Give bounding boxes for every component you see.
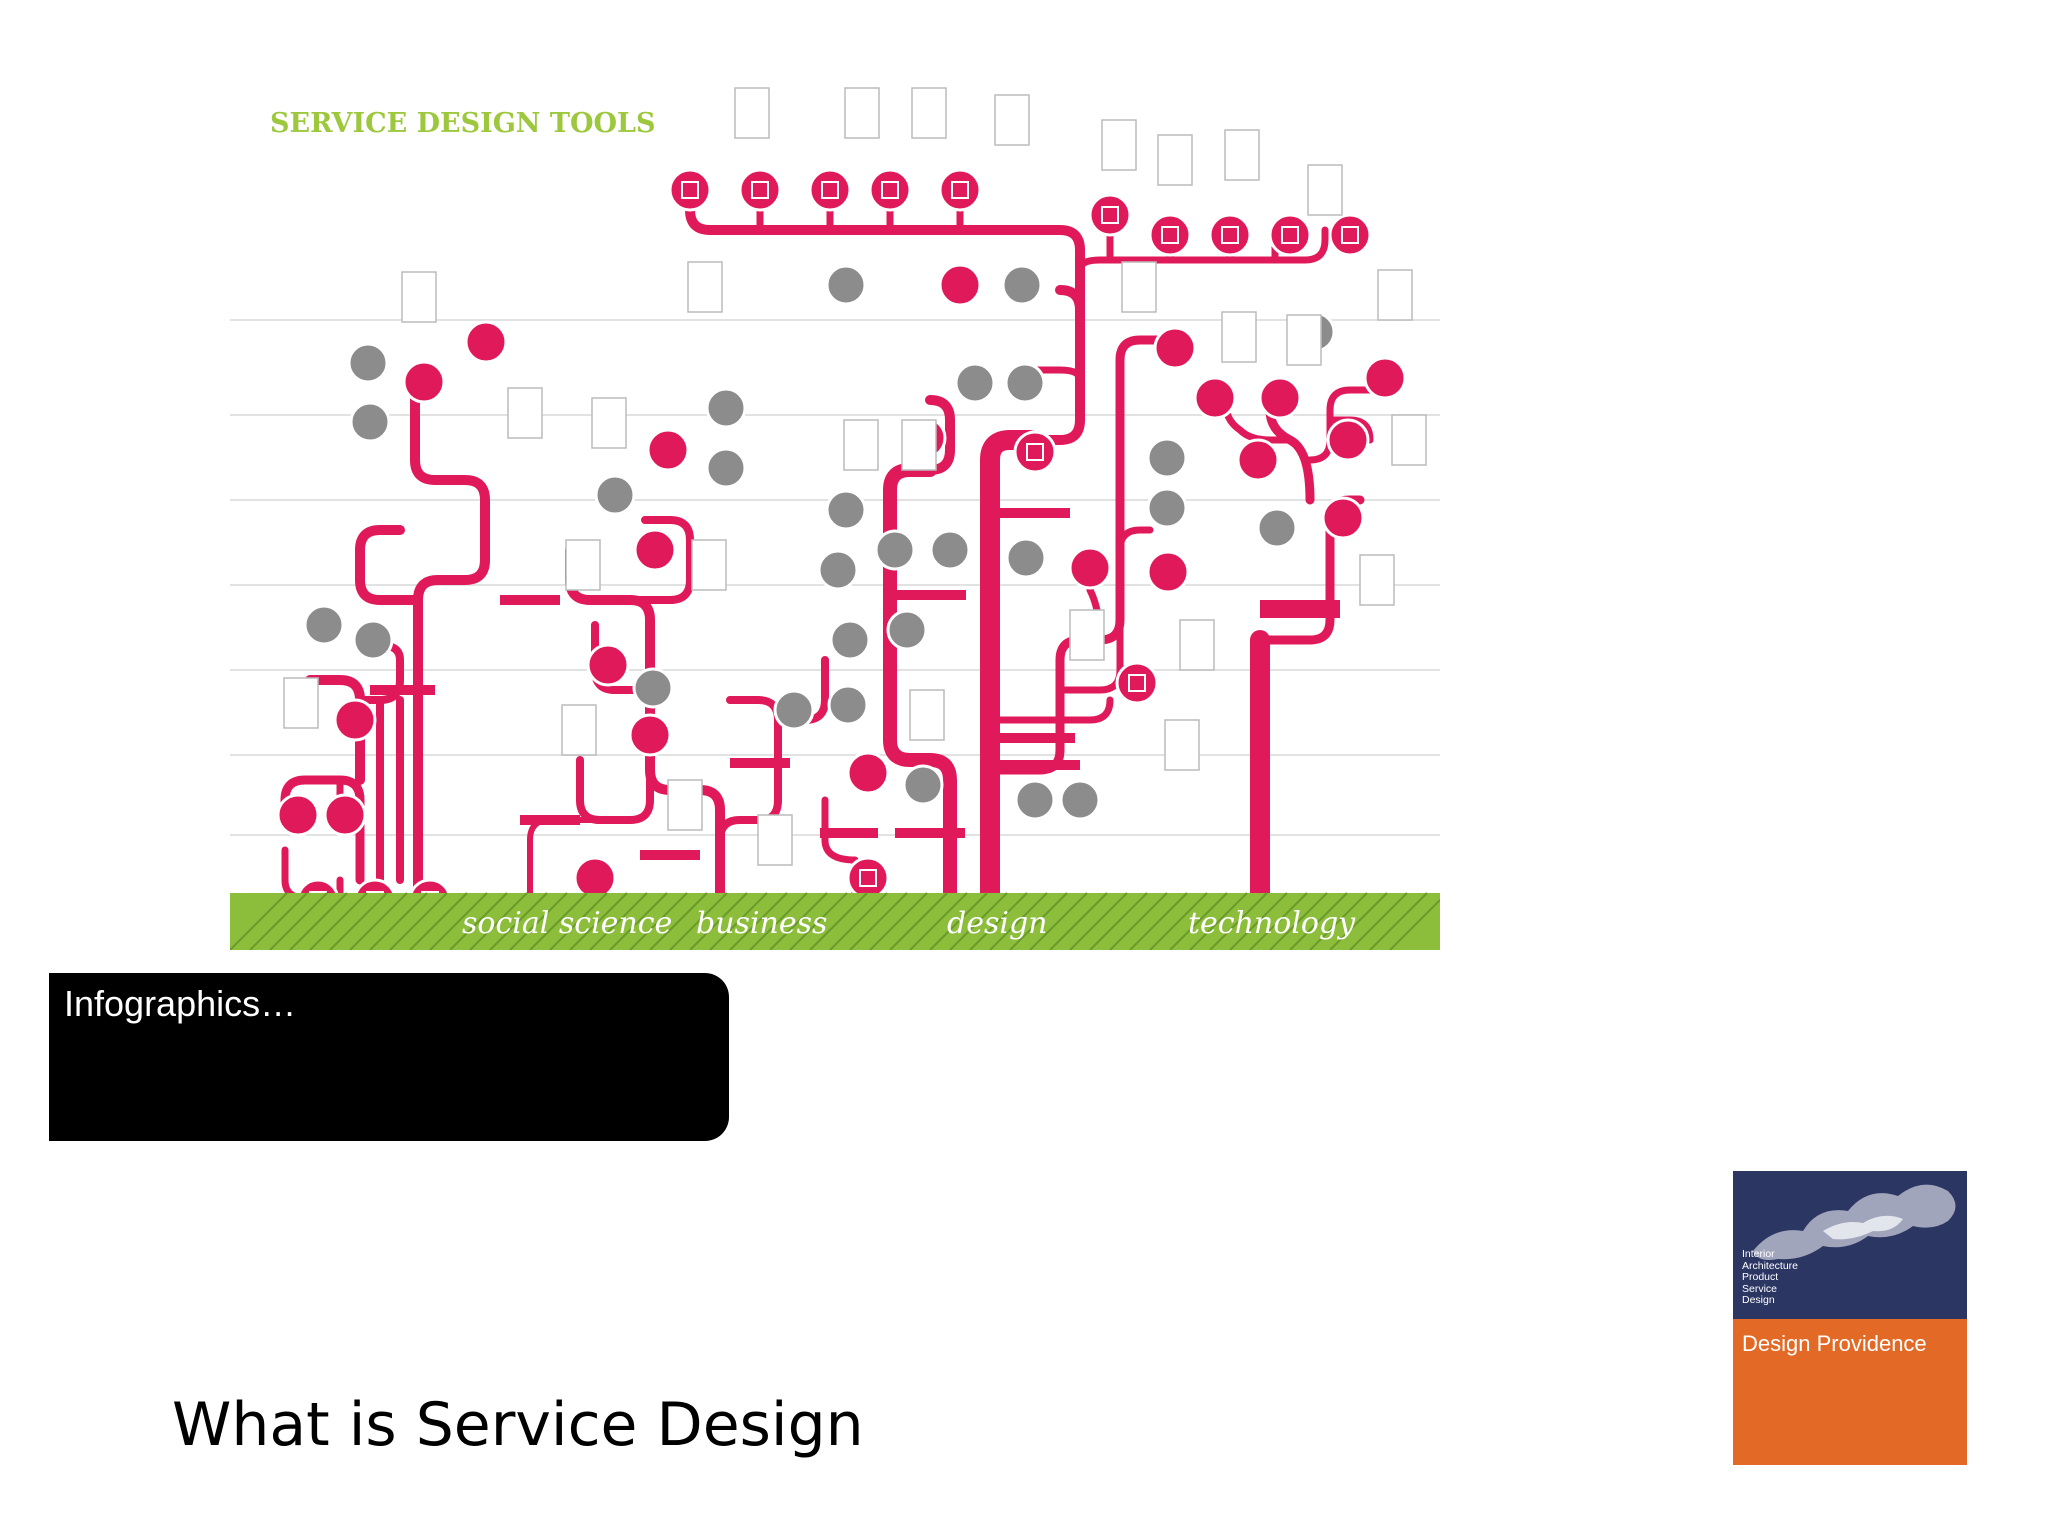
design-providence-logo: Interior Architecture Product Service De…: [1733, 1171, 1967, 1465]
discipline-design: design: [947, 906, 1047, 941]
logo-bottom-panel: Design Providence: [1733, 1319, 1967, 1465]
tool-cards: [283, 87, 1427, 866]
slide-title: What is Service Design: [172, 1390, 864, 1460]
caption-text: Infographics…: [64, 983, 297, 1024]
ground-strip: [230, 892, 1440, 950]
discipline-labels: social science business design technolog…: [462, 906, 1356, 941]
branch-label-group: [370, 508, 1340, 860]
logo-disciplines: Interior Architecture Product Service De…: [1742, 1248, 1799, 1307]
logo-name: Design Providence: [1742, 1331, 1927, 1356]
discipline-technology: technology: [1188, 906, 1356, 941]
infographic-title: SERVICE DESIGN TOOLS: [270, 108, 655, 139]
logo-line: Service: [1742, 1282, 1778, 1295]
discipline-business: business: [696, 906, 827, 941]
cloud-graphic: [1753, 1184, 1956, 1260]
logo-line: Interior: [1742, 1248, 1775, 1260]
logo-line: Product: [1742, 1271, 1779, 1283]
logo-line: Architecture: [1742, 1259, 1799, 1272]
logo-top-panel: Interior Architecture Product Service De…: [1733, 1171, 1967, 1319]
service-design-tools-infographic: SERVICE DESIGN TOOLS: [230, 80, 1440, 950]
caption-box: Infographics…: [49, 973, 729, 1141]
discipline-social-science: social science: [462, 906, 672, 941]
branch-tree: [280, 185, 1374, 908]
logo-line: Design: [1742, 1294, 1775, 1306]
